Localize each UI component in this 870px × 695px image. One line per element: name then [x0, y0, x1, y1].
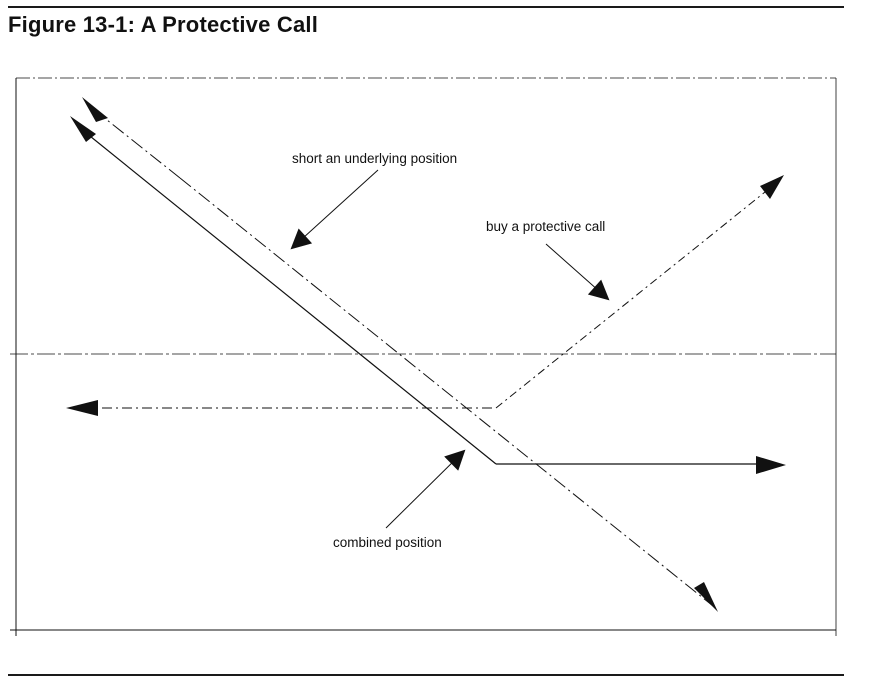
- plot-frame: [10, 77, 837, 636]
- label-combined-position: combined position: [333, 535, 442, 550]
- top-rule: [8, 6, 844, 8]
- protective-call-arrowhead-up: [760, 175, 784, 199]
- combined-arrowhead-right: [756, 456, 786, 474]
- label-short-underlying: short an underlying position: [292, 151, 457, 166]
- combined-position-line: [70, 116, 786, 474]
- combined-arrowhead-up: [70, 116, 96, 142]
- protective-call-arrowhead-left: [66, 400, 98, 416]
- protective-call-line: [66, 175, 784, 416]
- short-underlying-pointer: [290, 169, 379, 250]
- figure-title: Figure 13-1: A Protective Call: [8, 12, 319, 37]
- combined-pointer: [385, 449, 466, 529]
- protective-call-pointer: [545, 243, 610, 301]
- short-underlying-line: [82, 97, 719, 612]
- short-underlying-arrowhead-up: [82, 97, 108, 122]
- short-underlying-arrowhead-down: [694, 582, 718, 612]
- bottom-rule: [8, 674, 844, 676]
- label-protective-call: buy a protective call: [486, 219, 605, 234]
